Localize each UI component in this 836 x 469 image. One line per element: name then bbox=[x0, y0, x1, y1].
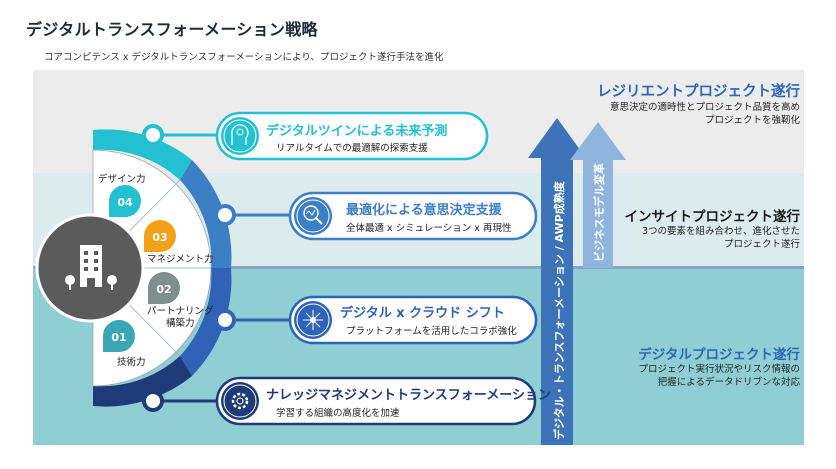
initiative-card-4-frame bbox=[215, 376, 537, 426]
connector-node-2 bbox=[214, 204, 236, 226]
arc-segment-1 bbox=[93, 129, 192, 180]
initiative-title-4: ナレッジマネジメントトランスフォーメーション bbox=[266, 388, 551, 403]
capability-badge-04 bbox=[109, 185, 141, 217]
initiative-card-2-frame bbox=[288, 191, 538, 241]
initiative-title-1: デジタルツインによる未来予測 bbox=[266, 124, 448, 139]
badge-number-01: 01 bbox=[111, 331, 127, 344]
level-desc-insight-line1: 3つの要素を組み合わせ、進化させた bbox=[641, 226, 800, 237]
initiative-subtitle-1: リアルタイムでの最適解の探索支援 bbox=[276, 143, 428, 154]
level-desc-resilient-line2: プロジェクトを強靭化 bbox=[704, 115, 800, 126]
initiative-subtitle-4: 学習する組織の高度化を加速 bbox=[276, 408, 400, 419]
band-divider bbox=[33, 266, 804, 269]
initiative-title-3: デジタル x クラウド シフト bbox=[340, 306, 505, 321]
business-model-arrow bbox=[570, 122, 626, 268]
gear-icon bbox=[221, 382, 259, 420]
business-model-label: ビジネスモデル変革 bbox=[593, 163, 606, 262]
level-desc-resilient: 意思決定の適時性とプロジェクト品質を高め プロジェクトを強靭化 bbox=[610, 101, 800, 127]
level-desc-digital: プロジェクト実行状況やリスク情報の 把握によるデータドリブンな対応 bbox=[638, 363, 800, 389]
initiative-subtitle-2: 全体最適 x シミュレーション x 再現性 bbox=[346, 223, 512, 234]
page-subtitle: コアコンピテンス x デジタルトランスフォーメーションにより、プロジェクト遂行手… bbox=[44, 52, 444, 63]
capability-label-partnering-line2: 構築力 bbox=[166, 318, 195, 329]
capability-badge-01 bbox=[103, 320, 135, 352]
level-desc-digital-line1: プロジェクト実行状況やリスク情報の bbox=[638, 364, 800, 375]
capability-badge-03 bbox=[144, 220, 176, 252]
arc-segment-2 bbox=[180, 160, 232, 268]
level-title-digital: デジタルプロジェクト遂行 bbox=[638, 347, 800, 363]
capability-badge-02 bbox=[148, 272, 180, 304]
capability-label-technology: 技術力 bbox=[117, 357, 146, 368]
initiative-title-2: 最適化による意思決定支援 bbox=[346, 203, 502, 218]
magnifier-chart-icon bbox=[294, 197, 332, 235]
capability-label-partnering: パートナリング 構築力 bbox=[147, 306, 214, 330]
page-title: デジタルトランスフォーメーション戦略 bbox=[26, 20, 318, 39]
badge-number-04: 04 bbox=[117, 196, 133, 209]
capability-label-design: デザイン力 bbox=[98, 174, 146, 185]
badge-number-03: 03 bbox=[152, 231, 168, 244]
badge-number-02: 02 bbox=[156, 283, 172, 296]
arc-segment-4 bbox=[93, 356, 192, 407]
arc-segment-3 bbox=[180, 268, 232, 376]
dx-maturity-label: デジタル・トランスフォーメーション / AWP成熟度 bbox=[553, 181, 566, 440]
level-desc-insight: 3つの要素を組み合わせ、進化させた プロジェクト遂行 bbox=[642, 225, 800, 251]
connector-node-4 bbox=[142, 390, 164, 412]
initiative-card-3-frame bbox=[288, 295, 538, 345]
brain-head-icon bbox=[221, 117, 259, 155]
initiative-card-1-frame bbox=[215, 111, 489, 161]
level-desc-insight-line2: プロジェクト遂行 bbox=[723, 239, 800, 250]
connector-node-3 bbox=[214, 309, 236, 331]
initiative-subtitle-3: プラットフォームを活用したコラボ強化 bbox=[346, 326, 517, 337]
level-desc-resilient-line1: 意思決定の適時性とプロジェクト品質を高め bbox=[609, 102, 800, 113]
level-title-insight: インサイトプロジェクト遂行 bbox=[624, 209, 801, 225]
dx-maturity-arrow bbox=[528, 118, 586, 445]
connector-node-1 bbox=[142, 124, 164, 146]
building-icon bbox=[65, 245, 117, 290]
capability-label-management: マネジメント力 bbox=[147, 254, 214, 265]
network-icon bbox=[294, 301, 332, 339]
level-title-resilient: レジリエントプロジェクト遂行 bbox=[597, 84, 800, 100]
level-desc-digital-line2: 把握によるデータドリブンな対応 bbox=[657, 377, 800, 388]
capability-label-partnering-line1: パートナリング bbox=[147, 306, 214, 317]
